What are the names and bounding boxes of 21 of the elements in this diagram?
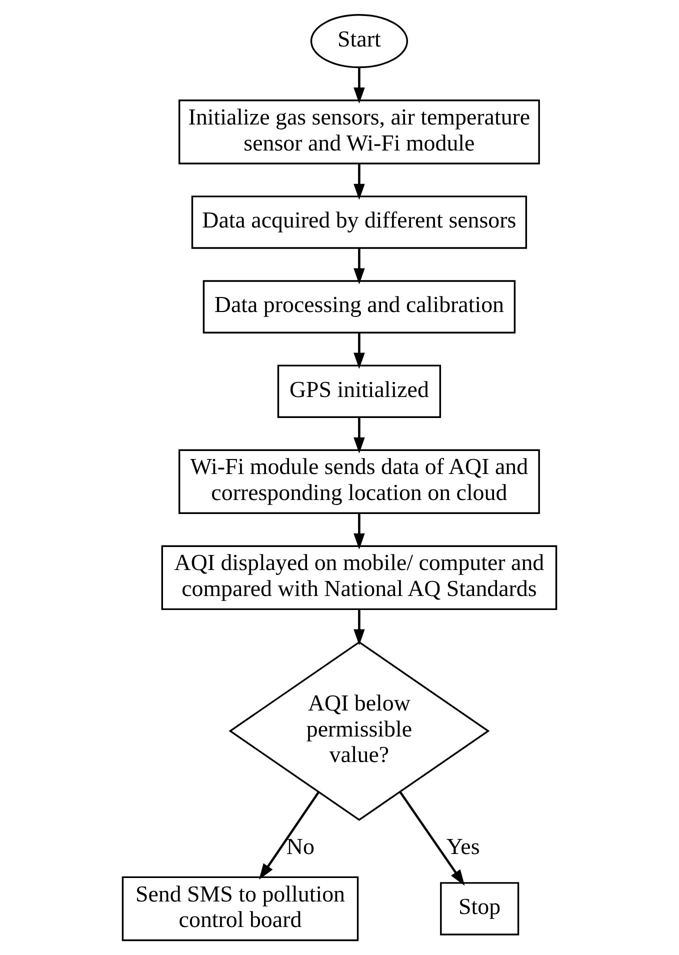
arrow <box>354 418 365 454</box>
arrow <box>399 791 465 886</box>
node-box: AQI displayed on mobile/ computer and compared with National AQ Standards <box>161 545 558 610</box>
node-diamond: AQI below permissible value? <box>228 641 490 821</box>
arrow <box>354 164 365 200</box>
arrow <box>354 248 365 284</box>
edge-label: No <box>286 834 314 859</box>
node-box: GPS initialized <box>277 364 442 418</box>
node-box: Initialize gas sensors, air temperature sensor and Wi-Fi module <box>178 100 540 164</box>
node-box: Wi-Fi module sends data of AQI and corresponding location on cloud <box>178 449 540 514</box>
arrow <box>354 610 365 646</box>
node-ellipse: Start <box>310 14 408 68</box>
arrow <box>259 791 320 880</box>
edge-label: Yes <box>446 834 480 859</box>
arrow <box>354 332 365 369</box>
node-box: Send SMS to pollution control board <box>122 876 359 942</box>
node-box: Stop <box>440 882 520 936</box>
node-box: Data acquired by different sensors <box>191 196 528 249</box>
arrow <box>354 68 365 104</box>
node-box: Data processing and calibration <box>202 280 516 334</box>
arrow <box>354 514 365 550</box>
